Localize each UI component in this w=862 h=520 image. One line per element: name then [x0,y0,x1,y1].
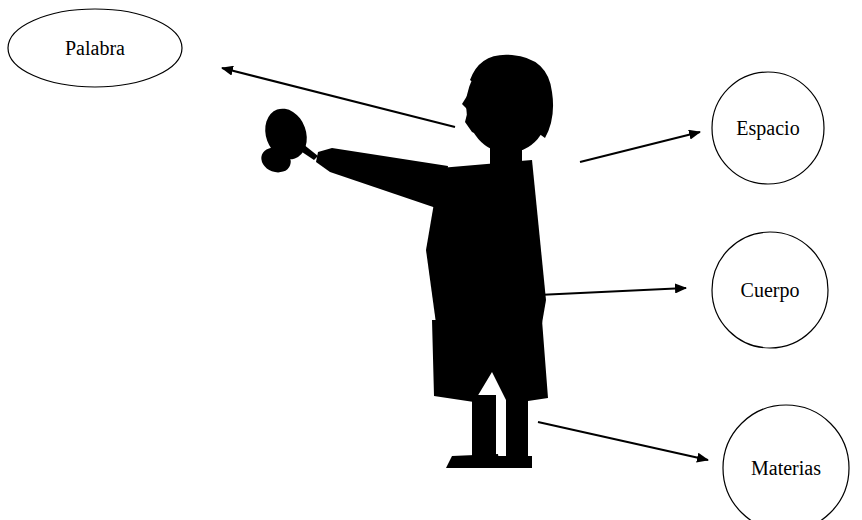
child-leg [506,398,528,460]
leader-arrow [222,68,455,127]
child-face [462,88,500,140]
child-leg [472,395,496,459]
butterfly-body [296,140,318,160]
circle-shape [723,405,849,520]
concept-label: Cuerpo [741,279,800,302]
leader-arrow [580,132,700,162]
concept-circle: Espacio [711,71,825,185]
concept-circle: Cuerpo [711,231,829,349]
concept-circle: Materias [722,404,850,520]
child-shorts [432,320,548,404]
child-arm [316,148,448,210]
concept-label: Espacio [736,117,799,140]
circle-shape [8,9,182,87]
butterfly-wing [258,144,294,177]
circle-shape [712,232,828,348]
concept-circle: Palabra [7,8,183,88]
concept-label: Palabra [65,37,125,60]
leader-arrow [538,422,708,460]
concept-label: Materias [751,457,821,480]
leader-arrow [538,288,686,295]
child-foot [488,456,532,468]
circle-shape [712,72,824,184]
